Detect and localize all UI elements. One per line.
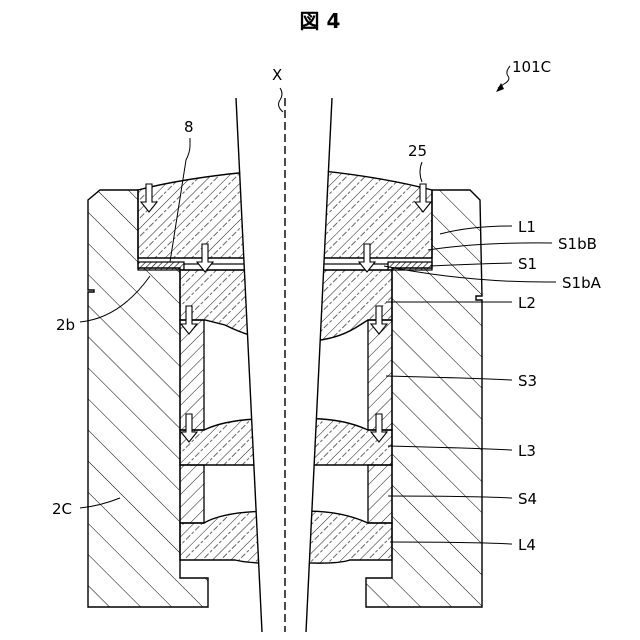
label-s1bb: S1bB (558, 235, 597, 253)
label-l3: L3 (518, 442, 536, 460)
label-8: 8 (184, 118, 194, 136)
label-25: 25 (408, 142, 427, 160)
spacer-s1-left (138, 262, 184, 270)
assembly-ref-label: 101C (512, 58, 551, 76)
assembly-ref-leader (498, 66, 510, 88)
label-s1: S1 (518, 255, 537, 273)
lens-l1-right (290, 168, 432, 258)
spacer-s4-left (180, 465, 204, 523)
label-l4: L4 (518, 536, 536, 554)
axis-label: X (272, 66, 282, 84)
spacer-s4-right (368, 465, 392, 523)
spacer-s1-right (388, 262, 432, 270)
left-half-section (88, 168, 300, 607)
leader-25 (420, 162, 422, 182)
label-s4: S4 (518, 490, 537, 508)
right-half-section (290, 168, 482, 607)
label-s1ba: S1bA (562, 274, 602, 292)
figure-title: 図 4 (300, 9, 341, 33)
label-2b: 2b (56, 316, 75, 334)
lens-l1-left (138, 168, 300, 258)
axis-label-leader (279, 88, 283, 112)
label-s3: S3 (518, 372, 537, 390)
label-l1: L1 (518, 218, 536, 236)
label-l2: L2 (518, 294, 536, 312)
label-2c: 2C (52, 500, 72, 518)
